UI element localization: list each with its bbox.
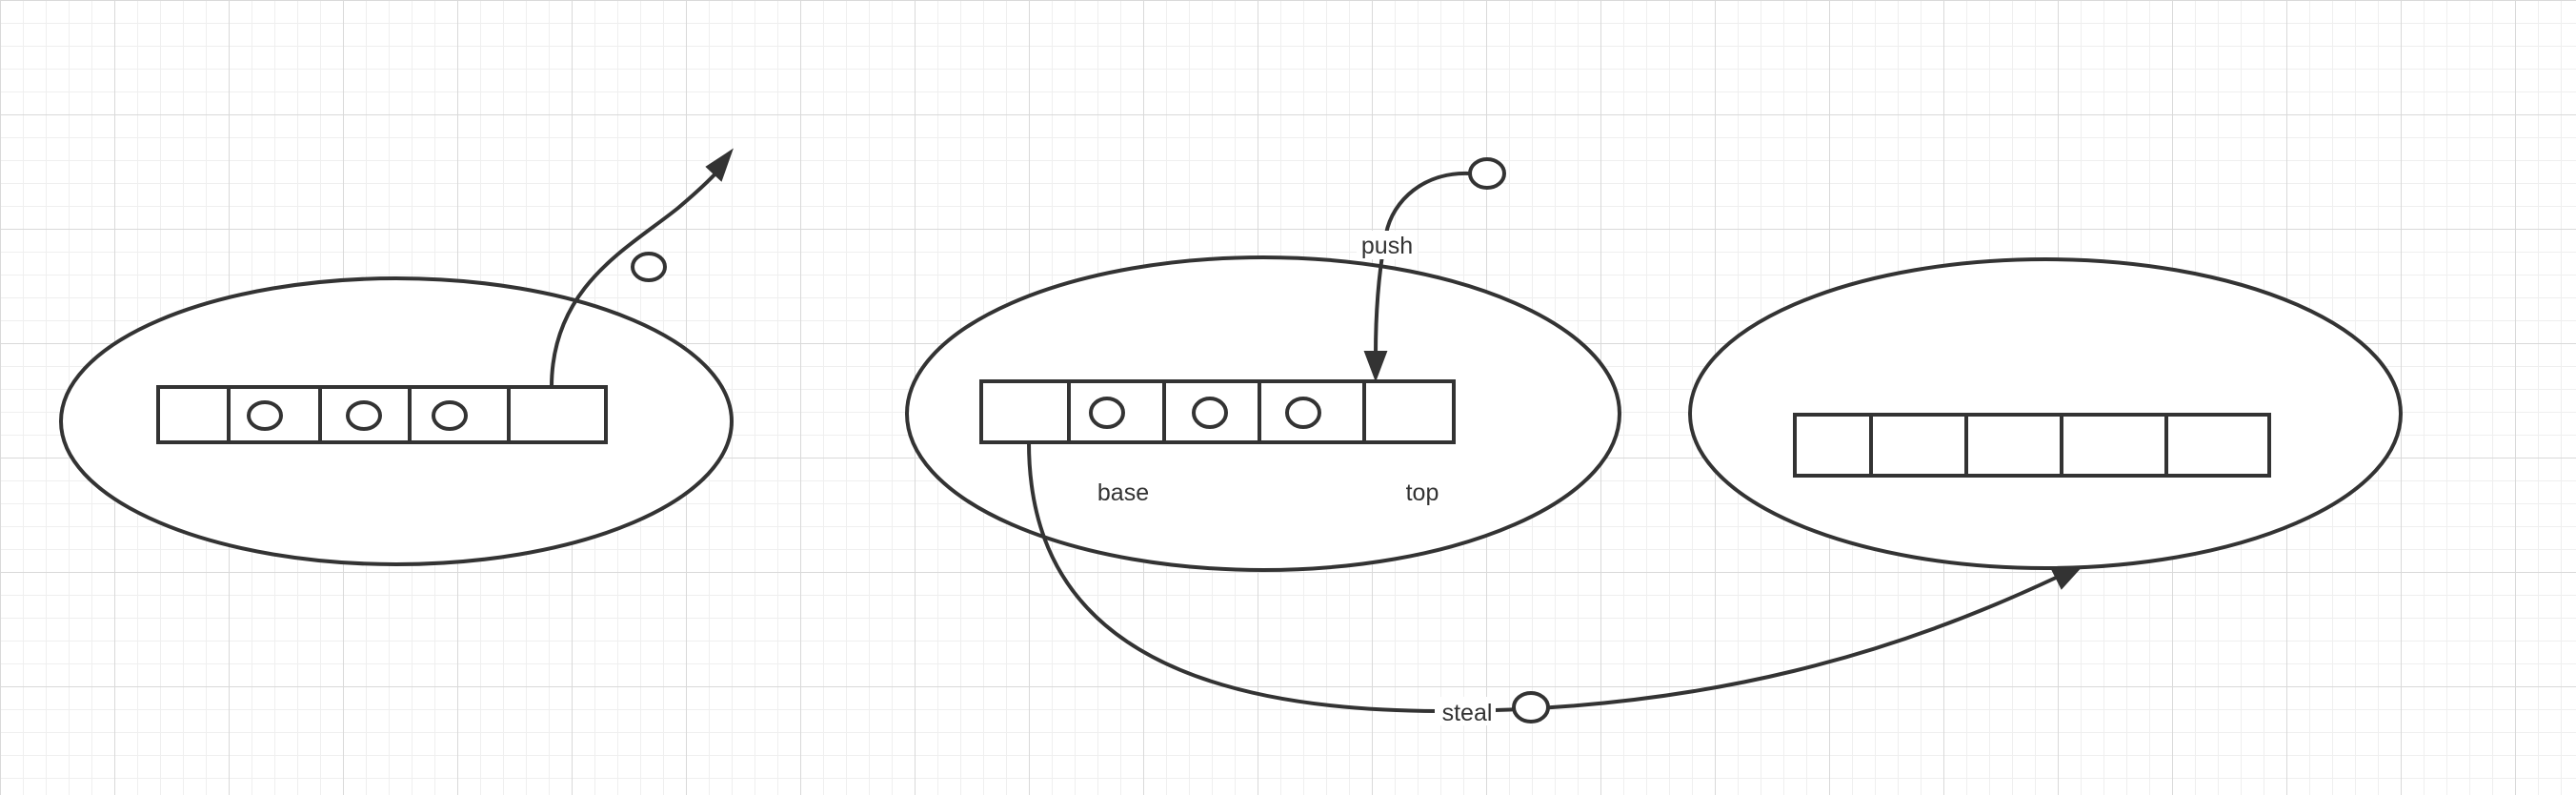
deque-2-slot-1 [979, 379, 1071, 444]
deque-1-slot-1 [156, 385, 231, 444]
base-label: base [1097, 479, 1149, 506]
deque-2-slot-5 [1362, 379, 1456, 444]
processor-1 [59, 148, 734, 566]
processor-2: base top push [905, 157, 1621, 572]
steal-arrowhead [2049, 565, 2083, 590]
push-arrowhead [1363, 351, 1388, 382]
deque-3-slot-2 [1869, 413, 1968, 478]
processor-2-deque [979, 379, 1456, 444]
deque-3-slot-4 [2060, 413, 2168, 478]
pop-arrow-line [550, 162, 726, 388]
steal-label: steal [1442, 700, 1493, 726]
stolen-task-token [1512, 691, 1550, 724]
task-token [1089, 397, 1125, 429]
processor-3 [1688, 257, 2403, 570]
task-token [247, 400, 283, 431]
processor-1-deque [156, 385, 608, 444]
processor-3-deque [1793, 413, 2271, 478]
pop-arrowhead [705, 148, 734, 182]
push-label-bg [1357, 231, 1418, 259]
task-token [1285, 397, 1321, 429]
deque-3-slot-3 [1964, 413, 2063, 478]
steal-label-bg [1435, 697, 1496, 725]
push-label: push [1361, 233, 1413, 259]
task-token [1192, 397, 1228, 429]
deque-3-slot-1 [1793, 413, 1873, 478]
deque-1-slot-5 [507, 385, 608, 444]
pushed-task-token [1468, 157, 1506, 190]
task-token [432, 400, 468, 431]
popped-task-token [631, 252, 667, 282]
deque-3-slot-5 [2164, 413, 2271, 478]
top-label: top [1406, 479, 1439, 506]
task-token [346, 400, 382, 431]
